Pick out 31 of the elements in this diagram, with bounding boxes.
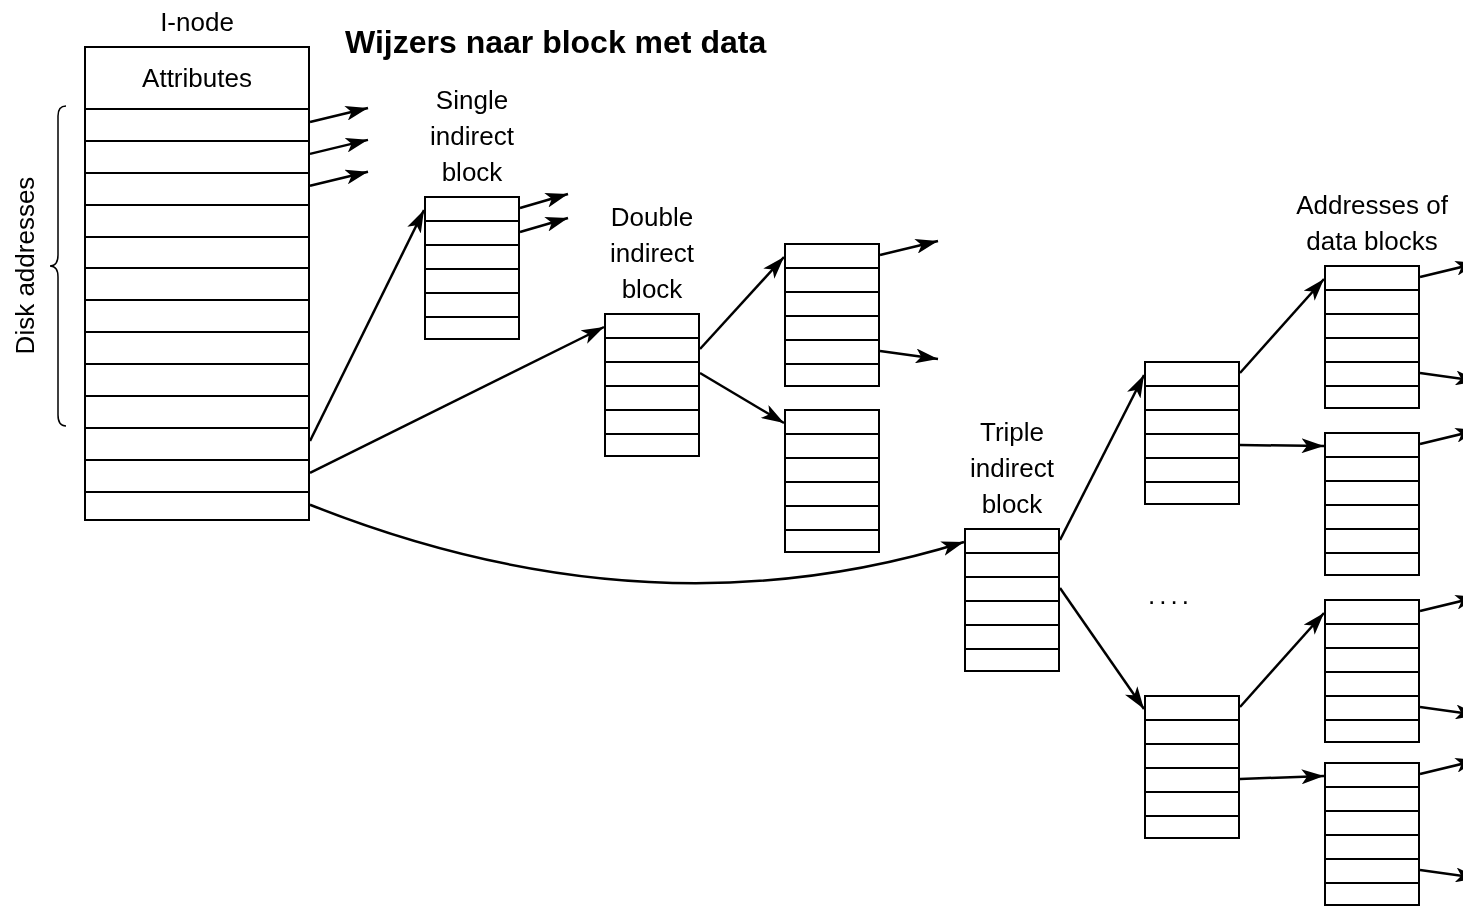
diagram-title: Wijzers naar block met data	[345, 24, 767, 61]
arrow	[1419, 704, 1463, 720]
field-label: Attributes	[142, 62, 252, 94]
axis-label: Disk addresses	[9, 175, 41, 357]
arrow	[1419, 595, 1463, 613]
arrow	[879, 239, 939, 257]
arrow	[309, 503, 965, 585]
arrow	[1419, 867, 1463, 883]
ellipsis: ....	[1148, 580, 1193, 611]
arrow	[1419, 370, 1463, 386]
arrow	[519, 192, 569, 210]
arrow	[309, 105, 369, 124]
block-heading: Double indirect block	[609, 201, 695, 306]
arrow	[1419, 758, 1463, 776]
arrow	[699, 256, 785, 350]
arrow	[309, 137, 369, 156]
arrow	[1419, 428, 1463, 446]
arrow	[1239, 769, 1325, 785]
arrow	[309, 169, 369, 187]
arrow	[1239, 612, 1325, 708]
arrow	[1419, 261, 1463, 279]
arrow	[309, 325, 605, 474]
block-heading: Addresses of data blocks	[1295, 189, 1449, 258]
arrow	[1239, 278, 1325, 374]
arrow	[519, 216, 569, 234]
block-heading: Single indirect block	[429, 84, 515, 189]
block-heading: Triple indirect block	[969, 416, 1055, 521]
arrow	[1240, 438, 1324, 454]
block-heading: I-node	[160, 6, 234, 39]
arrow	[699, 371, 785, 425]
arrow	[879, 348, 939, 364]
